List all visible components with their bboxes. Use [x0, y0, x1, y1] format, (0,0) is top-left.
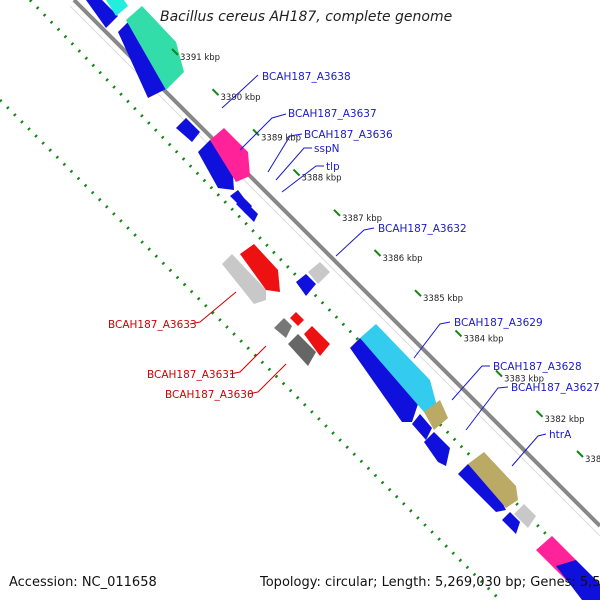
outer-tick-line [28, 0, 600, 592]
tick-mark [333, 209, 341, 217]
tick-label: 3383 kbp [504, 375, 544, 385]
gene-forward[interactable] [296, 274, 316, 296]
gene-forward-olive[interactable] [468, 452, 518, 508]
gene-label-reverse[interactable]: BCAH187_A3633 [108, 319, 197, 331]
tick-label: 3385 kbp [423, 294, 463, 304]
gene-label-forward[interactable]: BCAH187_A3632 [378, 223, 467, 235]
gene-reverse-gray[interactable] [222, 254, 266, 304]
accession-text: Accession: NC_011658 [9, 575, 157, 590]
gene-forward[interactable] [458, 464, 506, 512]
gene-forward[interactable] [198, 140, 234, 190]
tick-label: 3389 kbp [261, 133, 301, 143]
tick-mark [576, 450, 584, 458]
tick-label: 3387 kbp [342, 214, 382, 224]
tick-label: 3384 kbp [464, 334, 504, 344]
gene-forward[interactable] [424, 432, 450, 466]
map-title: Bacillus cereus AH187, complete genome [160, 9, 453, 25]
gene-forward-cyan[interactable] [360, 324, 438, 412]
gene-reverse-red[interactable] [304, 326, 330, 356]
gene-forward-pink[interactable] [210, 128, 250, 182]
tick-label: 3386 kbp [383, 254, 423, 264]
gene-forward[interactable] [350, 338, 420, 422]
backbone-inner [69, 5, 600, 537]
gene-label-reverse[interactable]: BCAH187_A3631 [147, 369, 236, 381]
tick-label: 3382 kbp [545, 415, 585, 425]
tick-mark [292, 168, 301, 177]
gene-reverse-red[interactable] [290, 312, 304, 326]
gene-label-forward[interactable]: BCAH187_A3636 [304, 129, 393, 141]
gene-forward[interactable] [118, 20, 168, 98]
gene-label-forward[interactable]: BCAH187_A3629 [454, 317, 543, 329]
gene-label-forward[interactable]: BCAH187_A3637 [288, 108, 377, 120]
label-leaders-forward [221, 74, 547, 467]
gene-forward-blue-corner[interactable] [556, 560, 600, 600]
tick-label: 3388 kbp [302, 174, 342, 184]
tick-label: 3390 kbp [221, 93, 261, 103]
gene-label-forward[interactable]: BCAH187_A3628 [493, 361, 582, 373]
tick-labels: 3391 kbp 3390 kbp 3389 kbp 3388 kbp 3387 kbp… [171, 48, 600, 465]
gene-label-forward[interactable]: tlp [326, 161, 340, 173]
gene-forward-teal[interactable] [126, 6, 184, 90]
gene-forward[interactable] [412, 414, 432, 440]
gene-forward-gray[interactable] [308, 262, 330, 284]
gene-forward-gray[interactable] [514, 504, 536, 528]
tick-mark [373, 249, 382, 257]
tick-label: 3391 kbp [180, 53, 220, 63]
gene-forward-olive[interactable] [424, 400, 448, 430]
gene-forward[interactable] [176, 118, 200, 142]
gene-label-forward[interactable]: sspN [314, 143, 339, 155]
gene-forward-cyan[interactable] [106, 0, 128, 16]
topology-text: Topology: circular; Length: 5,269,030 bp… [260, 575, 600, 590]
gene-label-forward[interactable]: BCAH187_A3627 [511, 382, 600, 394]
tick-mark [535, 410, 544, 418]
gene-forward[interactable] [244, 206, 258, 222]
tick-mark [211, 88, 220, 96]
gene-forward[interactable] [502, 512, 520, 534]
tick-mark [495, 369, 503, 378]
gene-label-forward[interactable]: htrA [549, 429, 572, 441]
gene-label-forward[interactable]: BCAH187_A3638 [262, 71, 351, 83]
tick-mark [171, 48, 179, 56]
gene-reverse-darkgray[interactable] [288, 334, 316, 366]
gene-label-reverse[interactable]: BCAH187_A3630 [165, 389, 254, 401]
gene-reverse-red[interactable] [240, 244, 280, 292]
tick-mark [414, 289, 422, 297]
gene-forward[interactable] [86, 0, 118, 28]
label-leaders-reverse [189, 291, 287, 395]
tick-mark [252, 128, 260, 137]
gene-reverse-darkgray[interactable] [274, 318, 292, 338]
tick-label: 3381 kbp [585, 455, 600, 465]
tick-mark [454, 329, 463, 338]
